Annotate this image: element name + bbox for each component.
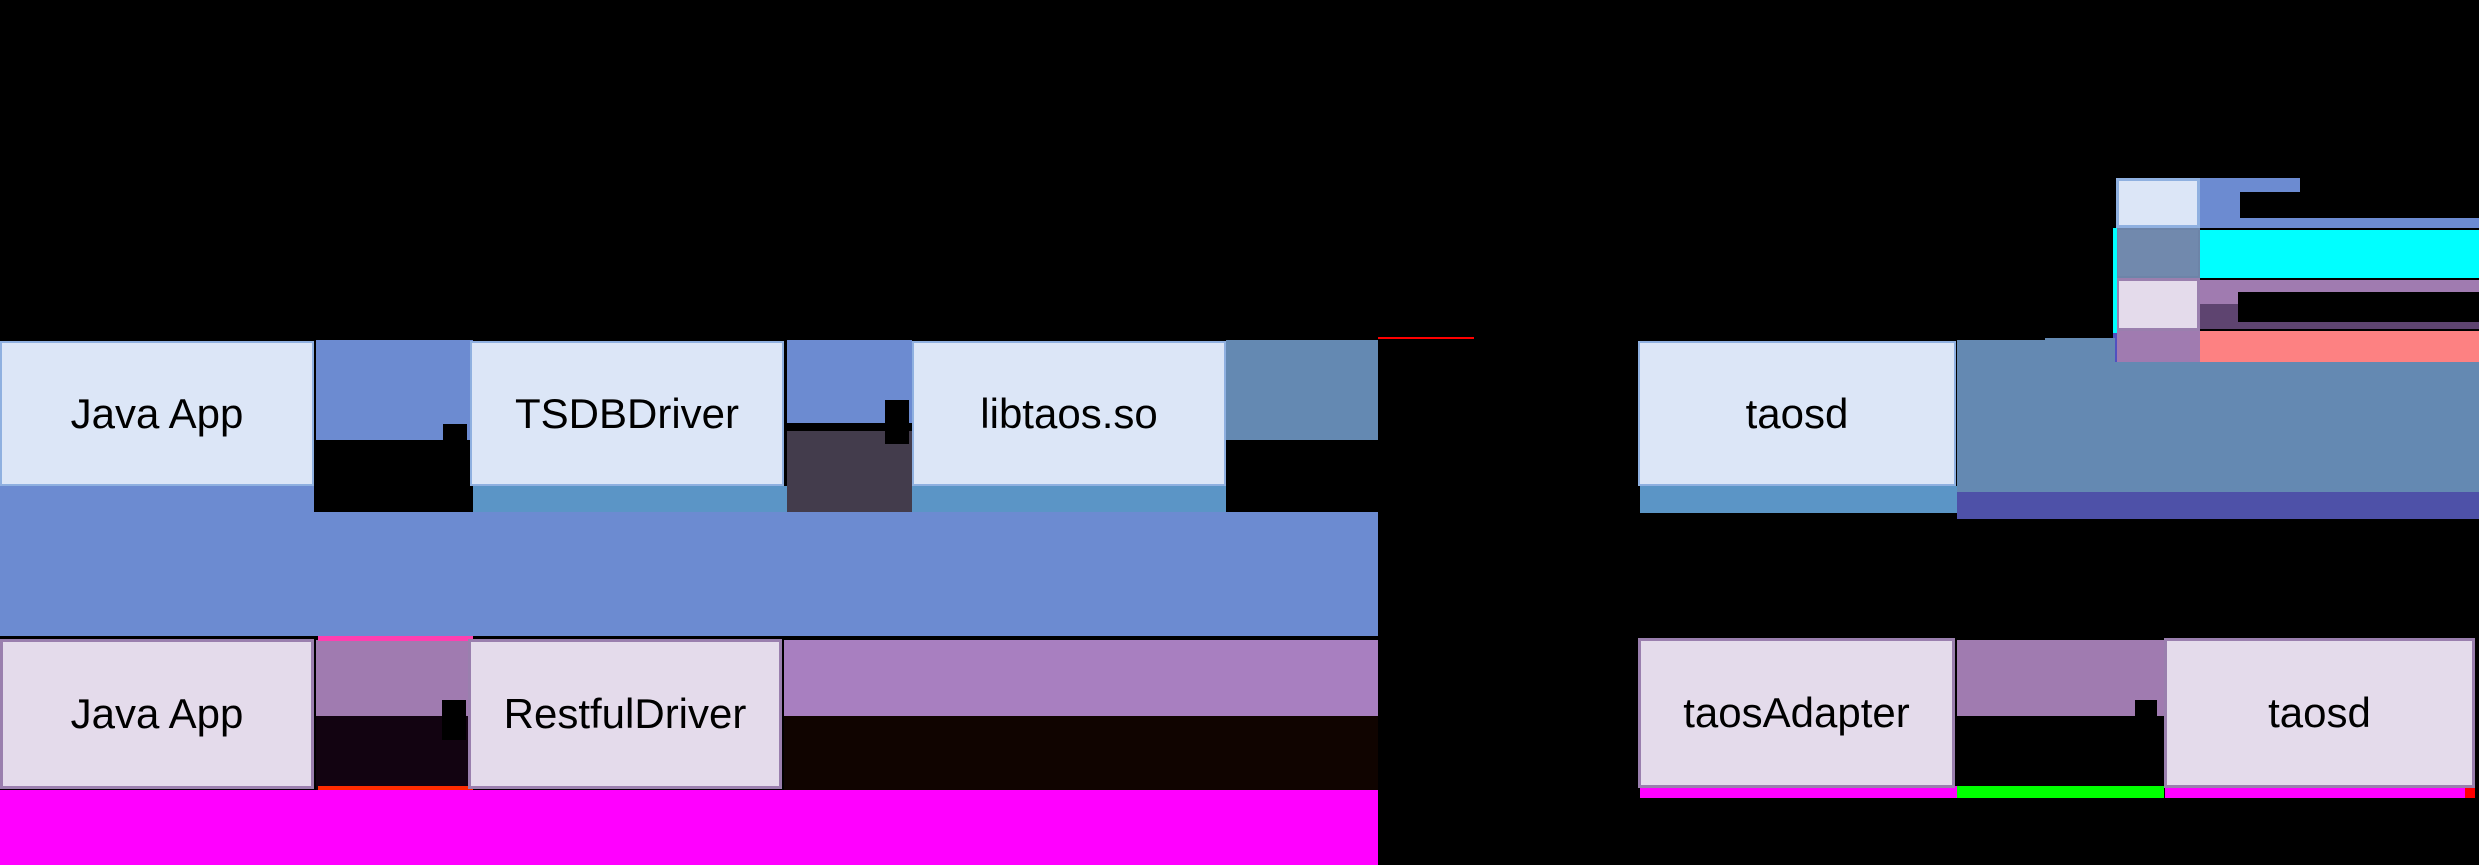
node-taos-adapter[interactable]: taosAdapter xyxy=(1638,638,1955,788)
native-row-shelf-mid xyxy=(473,486,787,513)
rest-connector-3-block xyxy=(1957,640,2164,718)
legend-swatch-1 xyxy=(2116,178,2200,228)
native-row-shelf-mid2 xyxy=(912,486,1226,513)
legend-row-3-text-mask xyxy=(2238,292,2479,322)
native-row-shelf-left xyxy=(0,486,314,513)
legend-row-4-bar xyxy=(2200,331,2479,362)
legend-swatch-2 xyxy=(2116,228,2200,278)
middle-blue-band xyxy=(0,512,1378,636)
node-libtaos-so[interactable]: libtaos.so xyxy=(912,341,1226,486)
rest-connector-3-arrow xyxy=(1957,716,2164,790)
legend-swatch-3 xyxy=(2116,278,2200,331)
native-right-indigo-band xyxy=(1957,492,2479,519)
native-row-shelf-taosd xyxy=(1640,486,1957,513)
node-java-app-rest[interactable]: Java App xyxy=(0,639,314,789)
node-label: taosd xyxy=(1745,389,1849,437)
native-connector-3-block xyxy=(1226,340,1378,440)
rest-connector-1-arrowhead xyxy=(442,700,466,740)
node-taosd-rest[interactable]: taosd xyxy=(2164,638,2475,788)
node-label: TSDBDriver xyxy=(514,389,739,437)
rest-connector-3-arrowhead xyxy=(2135,700,2157,738)
node-label: Java App xyxy=(70,690,244,737)
native-connector-1-block xyxy=(316,340,473,440)
legend-swatch-4 xyxy=(2116,331,2200,362)
native-connector-2-arrowhead xyxy=(885,400,909,444)
rest-left-stray-tick xyxy=(1600,713,1622,718)
legend-row-1-text-mask xyxy=(2240,192,2479,218)
node-label: RestfulDriver xyxy=(503,690,747,737)
legend-row-2-bar xyxy=(2200,230,2479,278)
rest-connector-2-block xyxy=(784,640,1378,718)
node-tsdb-driver[interactable]: TSDBDriver xyxy=(470,341,784,486)
node-restful-driver[interactable]: RestfulDriver xyxy=(468,639,782,789)
legend-left-blue-edge xyxy=(2113,333,2117,362)
native-connector-2-arrow xyxy=(787,423,912,431)
legend-left-cyan-edge xyxy=(2113,228,2117,333)
node-label: taosd xyxy=(2268,689,2371,736)
legend-baseline-sliver xyxy=(2045,338,2115,362)
rest-taosd-red-tick xyxy=(2465,786,2475,798)
native-connector-3-red-line xyxy=(1378,337,1474,339)
rest-connector-1-pink-topline xyxy=(318,636,473,641)
rest-taosd-magenta-underline xyxy=(2165,786,2465,798)
node-java-app-native[interactable]: Java App xyxy=(0,341,314,486)
native-connector-2-slate xyxy=(787,431,912,512)
rest-taosadapter-magenta-underline xyxy=(1640,786,1957,798)
native-right-steel-band xyxy=(1957,340,2479,492)
node-label: libtaos.so xyxy=(980,389,1158,437)
node-taosd-native[interactable]: taosd xyxy=(1638,341,1956,486)
rest-connector-2-arrow xyxy=(784,716,1378,790)
rest-connector-3-green-underline xyxy=(1957,786,2164,798)
node-label: Java App xyxy=(70,389,244,437)
rest-row-magenta-band xyxy=(0,790,1378,865)
node-label: taosAdapter xyxy=(1683,689,1910,736)
native-connector-1-arrowhead xyxy=(443,424,467,462)
